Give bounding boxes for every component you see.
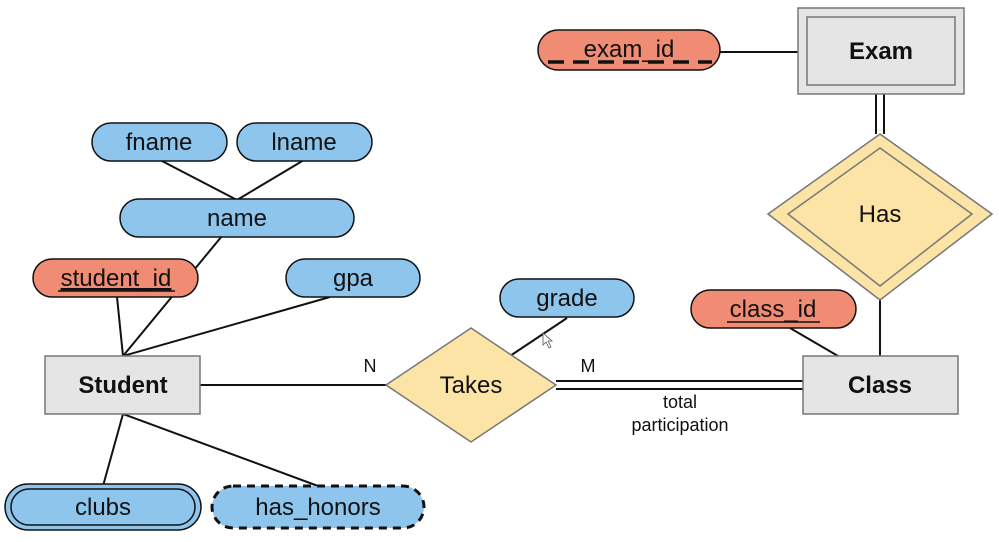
attribute-lname-label: lname	[271, 129, 336, 156]
attribute-student-id-label: student_id	[61, 265, 172, 292]
attribute-has-honors-label: has_honors	[255, 494, 380, 521]
connector-lines	[102, 51, 885, 487]
cardinality-n: N	[364, 356, 377, 376]
annotation-total: total	[663, 392, 697, 412]
attribute-grade-label: grade	[536, 285, 597, 312]
attribute-lname: lname	[236, 122, 373, 162]
attribute-fname: fname	[91, 122, 228, 162]
relationship-has-identifying: Has	[766, 133, 994, 301]
entity-student-label: Student	[78, 372, 167, 399]
line-fname-name	[159, 159, 238, 201]
line-gpa-student	[122, 296, 331, 357]
attribute-class-id-label: class_id	[730, 296, 817, 323]
attribute-class-id: class_id	[690, 289, 857, 329]
relationship-takes-label: Takes	[440, 372, 503, 399]
entity-class: Class	[802, 355, 959, 415]
attribute-grade: grade	[499, 278, 635, 318]
entity-class-label: Class	[848, 372, 912, 399]
annotation-participation: participation	[631, 415, 728, 435]
attribute-exam-id: exam_id	[537, 29, 721, 71]
line-student-clubs	[102, 413, 124, 487]
attribute-name-label: name	[207, 205, 267, 232]
attribute-exam-id-label: exam_id	[584, 36, 675, 63]
line-takes-grade	[509, 317, 568, 357]
cardinality-m: M	[581, 356, 596, 376]
entity-exam-label: Exam	[849, 38, 913, 65]
attribute-student-id: student_id	[32, 258, 199, 298]
mouse-cursor-icon	[542, 332, 554, 349]
relationship-has-label: Has	[859, 201, 902, 228]
entity-student: Student	[44, 355, 201, 415]
line-studentid-student	[116, 296, 124, 357]
line-classid-class	[789, 327, 839, 357]
entity-exam-weak: Exam	[797, 7, 965, 95]
attribute-name: name	[119, 198, 355, 238]
line-student-hashonors	[122, 413, 319, 487]
attribute-gpa-label: gpa	[333, 265, 374, 292]
attribute-clubs-label: clubs	[75, 494, 131, 521]
attribute-has-honors: has_honors	[210, 484, 426, 530]
line-lname-name	[236, 159, 305, 201]
attribute-clubs: clubs	[4, 483, 202, 531]
attribute-fname-label: fname	[126, 129, 193, 156]
relationship-takes: Takes	[384, 327, 558, 443]
attribute-gpa: gpa	[285, 258, 421, 298]
